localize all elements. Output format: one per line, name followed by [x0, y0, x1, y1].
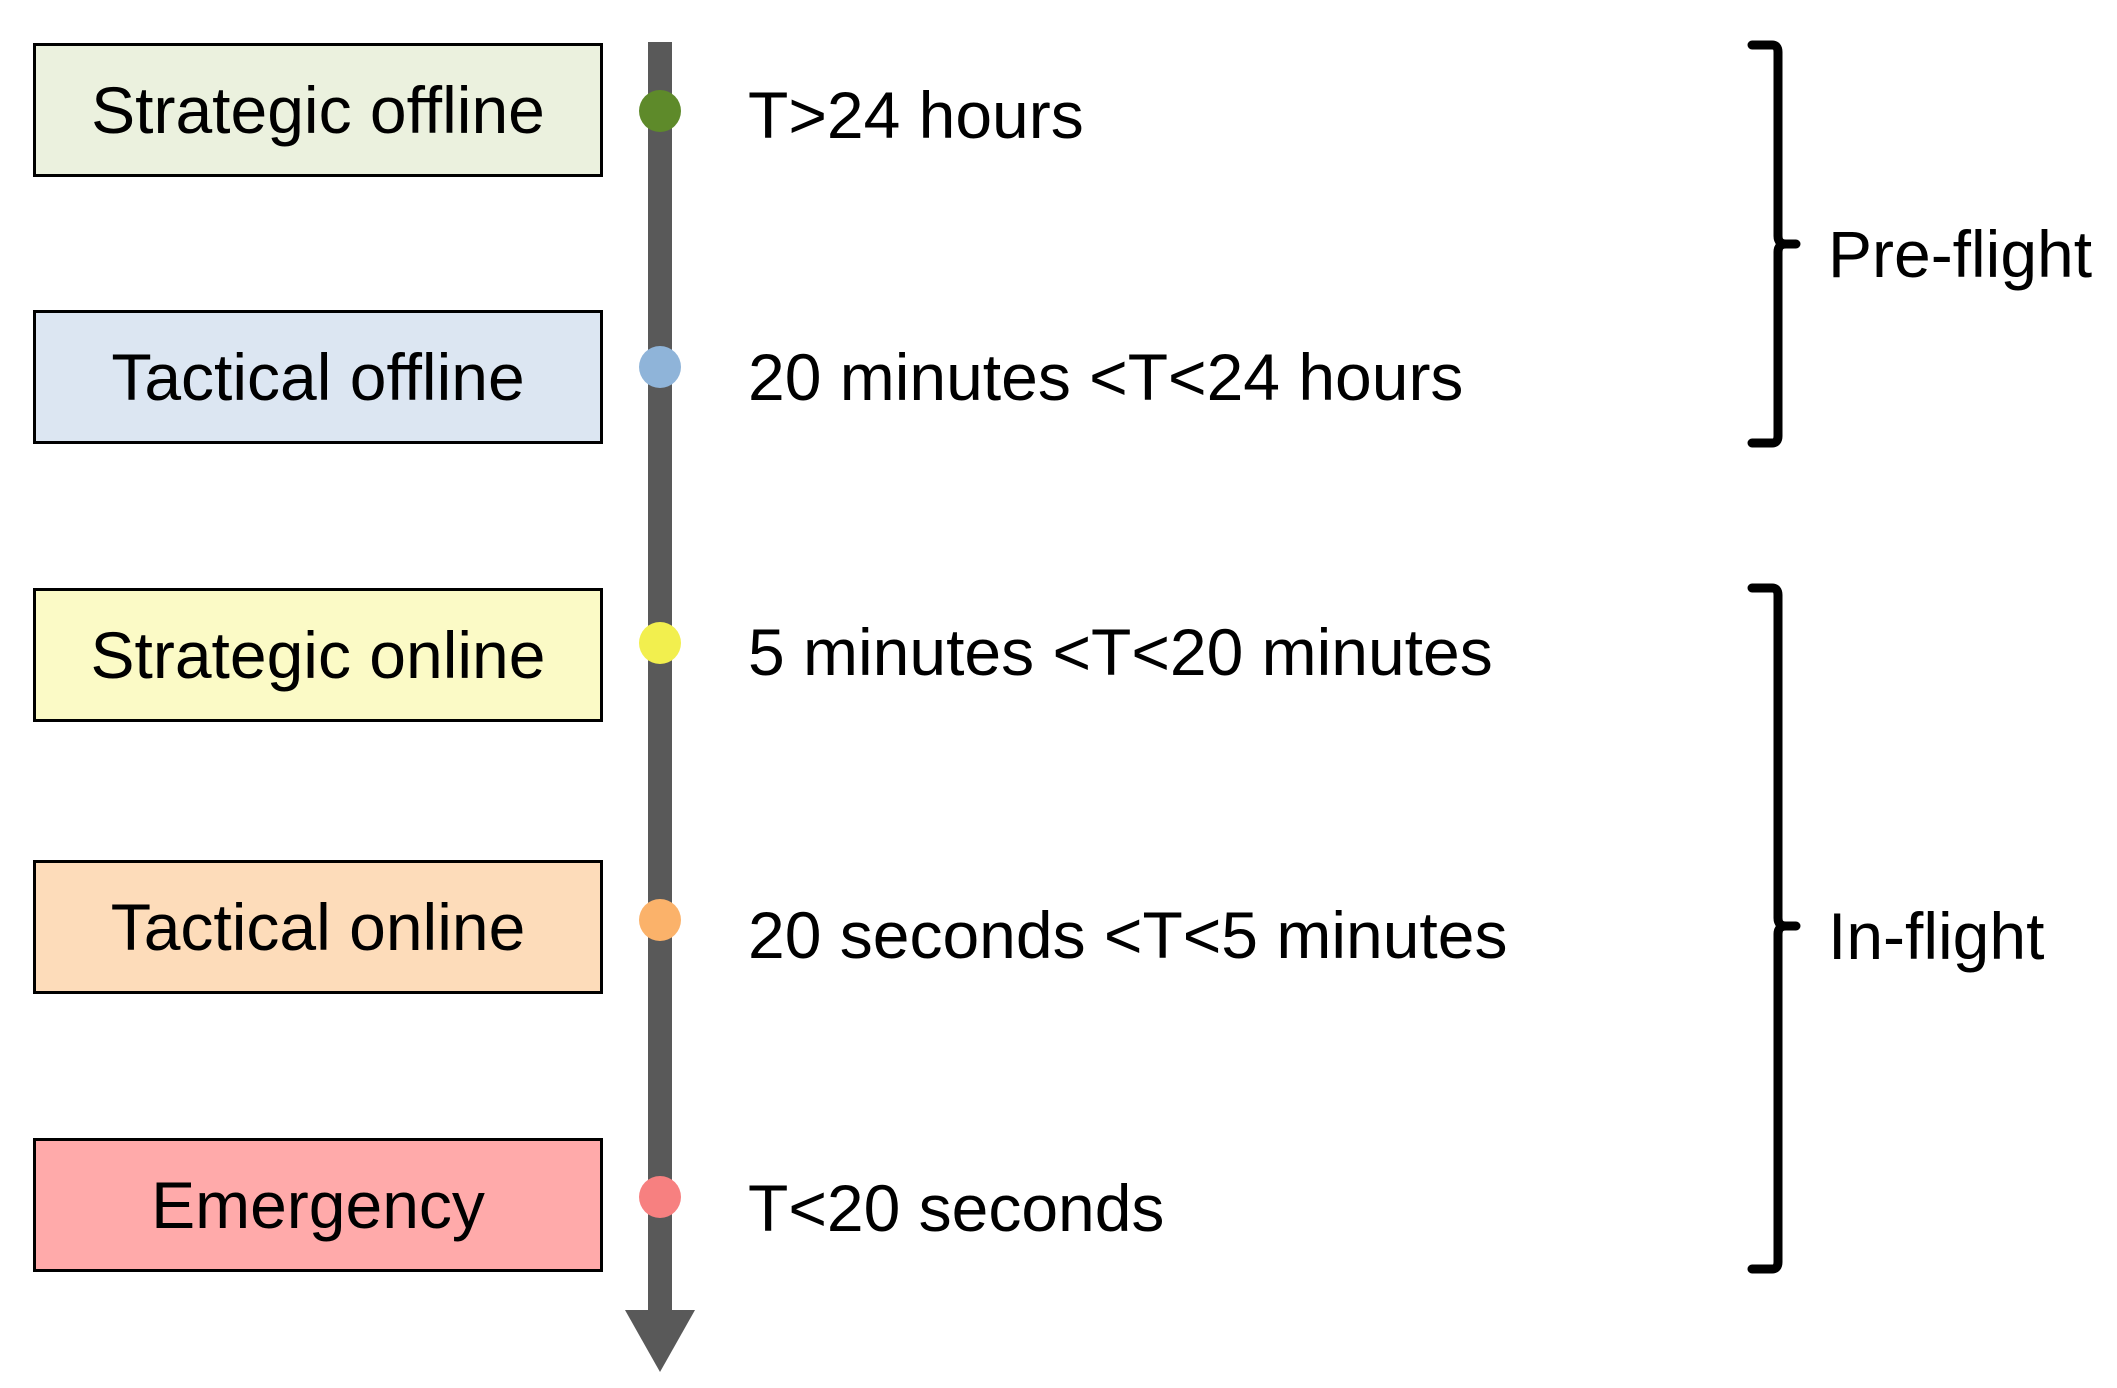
phase-box-strategic-online: Strategic online: [33, 588, 603, 722]
pre-flight-brace: [1747, 40, 1801, 448]
phase-label: Tactical online: [110, 890, 526, 964]
phase-dot-emergency: [639, 1176, 681, 1218]
phase-label: Emergency: [151, 1168, 485, 1242]
timeline-arrowhead: [625, 1310, 695, 1372]
phase-label: Strategic offline: [91, 73, 545, 147]
in-flight-brace: [1747, 583, 1801, 1274]
timeline-axis: [648, 42, 672, 1314]
phase-label: Strategic online: [90, 618, 546, 692]
phase-dot-tactical-online: [639, 899, 681, 941]
time-label-tactical-online: 20 seconds <T<5 minutes: [748, 898, 1508, 972]
phase-dot-tactical-offline: [639, 346, 681, 388]
phase-box-emergency: Emergency: [33, 1138, 603, 1272]
phase-dot-strategic-online: [639, 622, 681, 664]
time-label-tactical-offline: 20 minutes <T<24 hours: [748, 340, 1464, 414]
phase-box-strategic-offline: Strategic offline: [33, 43, 603, 177]
time-label-strategic-offline: T>24 hours: [748, 78, 1084, 152]
time-label-emergency: T<20 seconds: [748, 1171, 1165, 1245]
group-label-pre-flight: Pre-flight: [1828, 217, 2093, 291]
phase-box-tactical-offline: Tactical offline: [33, 310, 603, 444]
group-label-in-flight: In-flight: [1828, 899, 2045, 973]
phase-box-tactical-online: Tactical online: [33, 860, 603, 994]
phase-dot-strategic-offline: [639, 90, 681, 132]
time-label-strategic-online: 5 minutes <T<20 minutes: [748, 615, 1493, 689]
phase-label: Tactical offline: [111, 340, 525, 414]
